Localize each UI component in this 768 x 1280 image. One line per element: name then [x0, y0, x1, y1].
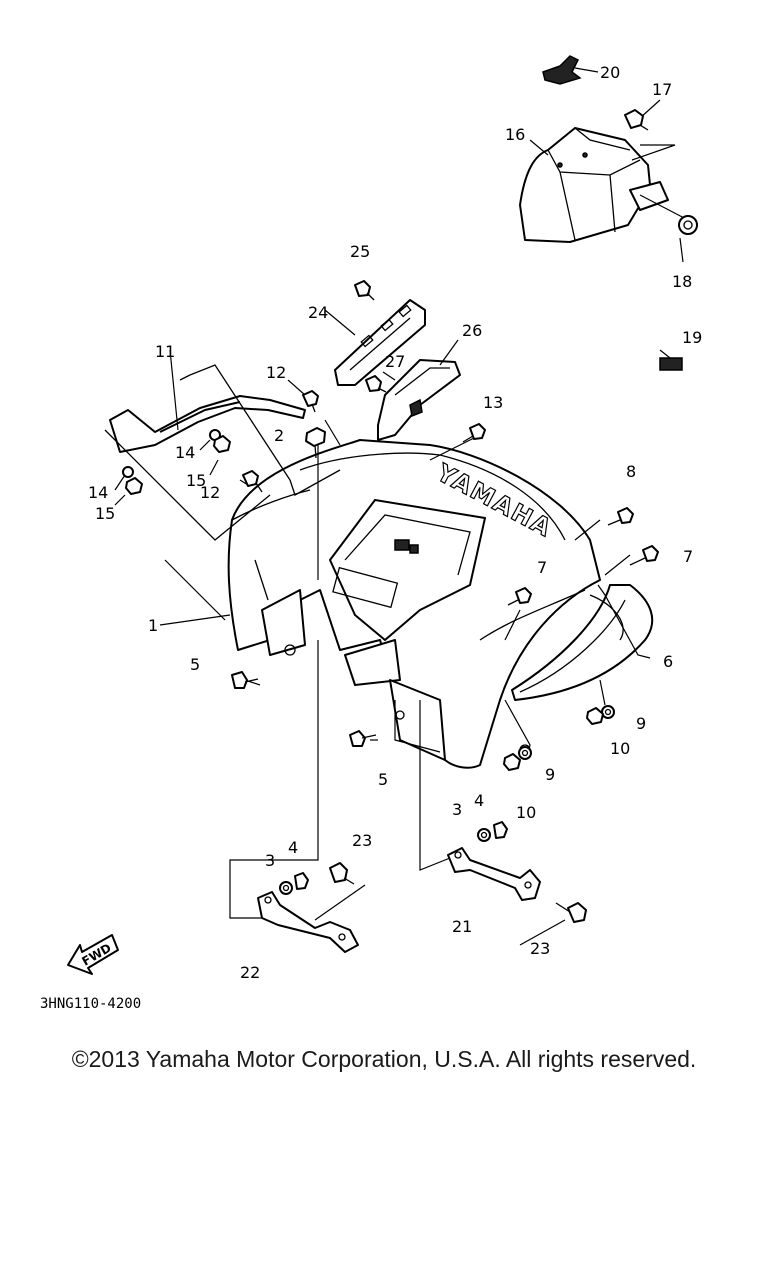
- callout-24: 24: [308, 303, 328, 322]
- callout-8: 8: [626, 462, 636, 481]
- fasteners: [122, 109, 698, 923]
- callout-18: 18: [672, 272, 692, 291]
- catalog-code: 3HNG110-4200: [40, 996, 141, 1012]
- callout-9: 9: [545, 765, 555, 784]
- callout-27: 27: [385, 352, 405, 371]
- callout-7: 7: [683, 547, 693, 566]
- clip-part: [542, 55, 582, 85]
- callout-21: 21: [452, 917, 472, 936]
- flap-part: [511, 584, 654, 701]
- callout-4: 4: [288, 838, 298, 857]
- callout-11: 11: [155, 342, 175, 361]
- callout-15: 15: [95, 504, 115, 523]
- callout-9: 9: [636, 714, 646, 733]
- callout-14: 14: [175, 443, 195, 462]
- copyright-notice: ©2013 Yamaha Motor Corporation, U.S.A. A…: [71, 1046, 697, 1072]
- parts-diagram: YAMAHA: [40, 55, 702, 1012]
- callout-19: 19: [682, 328, 702, 347]
- callout-12: 12: [266, 363, 286, 382]
- callout-10: 10: [610, 739, 630, 758]
- callout-25: 25: [350, 242, 370, 261]
- callout-3: 3: [265, 851, 275, 870]
- pad-part: [659, 357, 683, 371]
- callout-22: 22: [240, 963, 260, 982]
- callout-23: 23: [530, 939, 550, 958]
- callout-3: 3: [452, 800, 462, 819]
- stay-part: [447, 847, 541, 901]
- leader-lines: [114, 67, 689, 946]
- callout-10: 10: [516, 803, 536, 822]
- fwd-arrow: FWD: [67, 934, 119, 975]
- callout-12: 12: [200, 483, 220, 502]
- bracket-plate: [334, 299, 426, 386]
- callout-1: 1: [148, 616, 158, 635]
- callout-5: 5: [190, 655, 200, 674]
- callout-4: 4: [474, 791, 484, 810]
- callout-5: 5: [378, 770, 388, 789]
- callout-17: 17: [652, 80, 672, 99]
- callout-13: 13: [483, 393, 503, 412]
- latch-part: [377, 359, 461, 441]
- callout-2: 2: [274, 426, 284, 445]
- callout-26: 26: [462, 321, 482, 340]
- callout-16: 16: [505, 125, 525, 144]
- stay-part: [257, 891, 359, 953]
- callout-14: 14: [88, 483, 108, 502]
- top-cover: [519, 127, 669, 243]
- callout-7: 7: [537, 558, 547, 577]
- callout-15: 15: [186, 471, 206, 490]
- side-guard: [104, 364, 341, 541]
- callout-20: 20: [600, 63, 620, 82]
- callouts: 1 2 3 3 4 4 5 5 6 7 7 8 9 9 10 10 11 12 …: [88, 63, 702, 982]
- rear-fender: YAMAHA: [227, 439, 601, 769]
- callout-6: 6: [663, 652, 673, 671]
- callout-23: 23: [352, 831, 372, 850]
